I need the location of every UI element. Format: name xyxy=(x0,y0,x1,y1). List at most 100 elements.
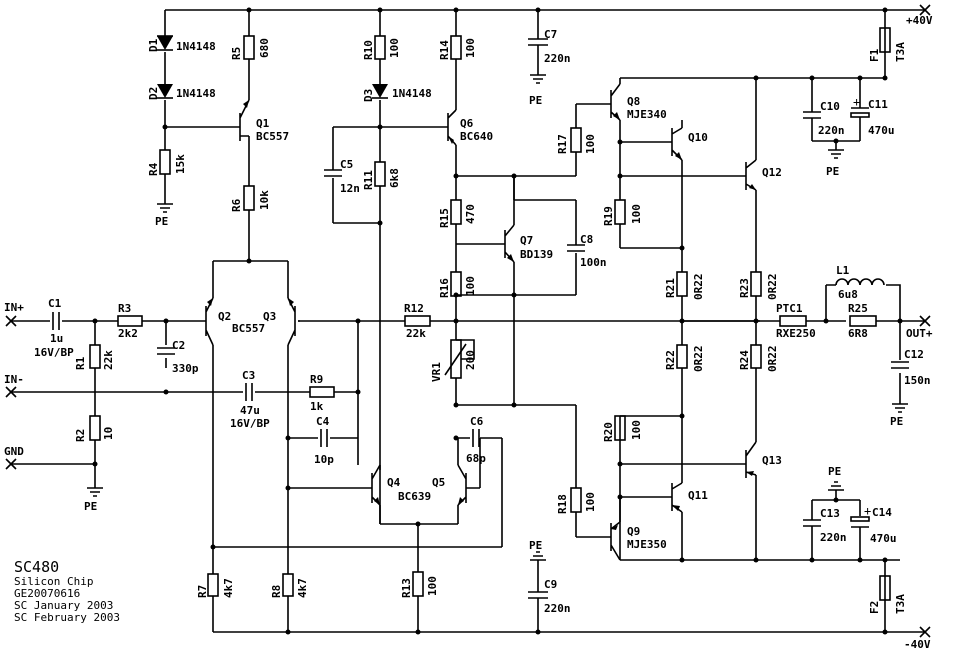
transistor-q1[interactable]: Q1 BC557 xyxy=(233,99,289,143)
capacitor-c13[interactable]: C13 220n xyxy=(803,499,860,560)
resistor-r10[interactable]: R10 100 xyxy=(362,35,401,60)
capacitor-c4[interactable]: C4 10p xyxy=(314,415,334,466)
resistor-r11[interactable]: R11 6k8 xyxy=(362,161,401,190)
resistor-r9[interactable]: R9 1k xyxy=(309,373,335,413)
svg-text:10: 10 xyxy=(102,427,115,440)
svg-text:D2: D2 xyxy=(147,87,160,100)
resistor-r21[interactable]: R21 0R22 xyxy=(664,271,705,301)
svg-text:Q12: Q12 xyxy=(762,166,782,179)
out-plus-terminal[interactable]: OUT+ xyxy=(906,315,933,340)
svg-text:R22: R22 xyxy=(664,350,677,370)
svg-text:R7: R7 xyxy=(196,585,209,598)
transistor-q9[interactable]: Q9 MJE350 xyxy=(600,521,667,561)
inductor-l1[interactable]: L1 6u8 xyxy=(835,264,885,301)
resistor-r18[interactable]: R18 100 xyxy=(556,487,597,514)
diode-d1[interactable]: D1 1N4148 xyxy=(147,35,216,53)
svg-text:R14: R14 xyxy=(438,40,451,60)
capacitor-c1[interactable]: C1 1u 16V/BP xyxy=(34,297,74,359)
svg-text:PE: PE xyxy=(155,215,168,228)
svg-text:Q7: Q7 xyxy=(520,234,533,247)
resistor-r12[interactable]: R12 22k xyxy=(404,302,431,340)
capacitor-c6[interactable]: C6 68p xyxy=(466,415,486,465)
svg-text:C6: C6 xyxy=(470,415,484,428)
capacitor-c9[interactable]: PE C9 220n xyxy=(528,539,571,632)
resistor-r23[interactable]: R23 0R22 xyxy=(738,271,779,300)
transistor-q12[interactable]: Q12 xyxy=(740,159,782,191)
svg-text:100: 100 xyxy=(464,276,477,296)
resistor-r17[interactable]: R17 100 xyxy=(556,127,597,154)
resistor-r22[interactable]: R22 0R22 xyxy=(664,344,705,373)
capacitor-c10[interactable]: C10 220n xyxy=(803,78,860,142)
resistor-r15[interactable]: R15 470 xyxy=(438,199,477,228)
capacitor-c7[interactable]: C7 220n PE xyxy=(528,10,571,107)
resistor-r6[interactable]: R6 10k xyxy=(230,185,271,212)
svg-text:150n: 150n xyxy=(904,374,931,387)
svg-text:100: 100 xyxy=(630,420,643,440)
capacitor-c5[interactable]: C5 12n xyxy=(324,158,360,195)
svg-text:C10: C10 xyxy=(820,100,840,113)
svg-text:R6: R6 xyxy=(230,198,243,212)
svg-text:+40V: +40V xyxy=(906,14,933,27)
svg-text:Q1: Q1 xyxy=(256,117,270,130)
positive-rail-terminal[interactable]: +40V xyxy=(906,4,933,27)
diode-d3[interactable]: D3 1N4148 xyxy=(362,84,432,102)
resistor-r5[interactable]: R5 680 xyxy=(230,35,271,60)
transistor-q4[interactable]: Q4 xyxy=(365,464,401,506)
transistor-q3[interactable]: Q3 xyxy=(263,297,300,346)
svg-text:C3: C3 xyxy=(242,369,255,382)
ptc-ptc1[interactable]: PTC1 RXE250 xyxy=(776,302,816,340)
potentiometer-vr1[interactable]: VR1 200 xyxy=(430,339,477,382)
transistor-q11[interactable]: Q11 xyxy=(668,482,708,513)
in-plus-terminal[interactable]: IN+ xyxy=(4,301,24,327)
svg-text:0R22: 0R22 xyxy=(692,346,705,373)
in-minus-terminal[interactable]: IN- xyxy=(4,373,24,398)
gnd-terminal[interactable]: GND xyxy=(4,445,24,470)
resistor-r25[interactable]: R25 6R8 xyxy=(848,302,877,340)
svg-text:IN-: IN- xyxy=(4,373,24,386)
capacitor-c14[interactable]: + C14 470u xyxy=(850,500,897,560)
svg-text:Q9: Q9 xyxy=(627,525,640,538)
svg-text:C12: C12 xyxy=(904,348,924,361)
resistor-r8[interactable]: R8 4k7 xyxy=(270,573,309,598)
transistor-q7[interactable]: Q7 BD139 xyxy=(500,224,553,263)
resistor-r19[interactable]: R19 100 xyxy=(602,199,643,226)
svg-text:PE: PE xyxy=(890,415,903,428)
svg-text:200: 200 xyxy=(464,350,477,370)
transistor-q13[interactable]: Q13 xyxy=(740,441,782,478)
resistor-r13[interactable]: R13 100 xyxy=(400,571,439,598)
svg-text:MJE340: MJE340 xyxy=(627,108,667,121)
svg-text:220n: 220n xyxy=(544,52,571,65)
capacitor-c3[interactable]: C3 47u 16V/BP xyxy=(230,369,270,430)
resistor-r7[interactable]: R7 4k7 xyxy=(196,573,235,598)
resistor-r20[interactable]: R20 100 xyxy=(602,415,643,442)
svg-text:F2: F2 xyxy=(868,601,881,614)
svg-text:0R22: 0R22 xyxy=(692,274,705,301)
svg-text:R2: R2 xyxy=(74,429,87,442)
resistor-r3[interactable]: R3 2k2 xyxy=(117,302,143,340)
capacitor-c2[interactable]: C2 330p xyxy=(157,339,199,375)
resistor-r4[interactable]: R4 15k xyxy=(147,149,187,176)
resistor-r16[interactable]: R16 100 xyxy=(438,271,477,298)
negative-rail-terminal[interactable]: -40V xyxy=(904,626,931,651)
capacitor-c8[interactable]: C8 100n xyxy=(567,233,607,269)
transistor-q5[interactable]: Q5 xyxy=(432,464,480,506)
svg-text:1N4148: 1N4148 xyxy=(392,87,432,100)
transistor-q2[interactable]: Q2 xyxy=(198,297,231,346)
output-wires xyxy=(575,77,925,561)
transistor-q8[interactable]: Q8 MJE340 xyxy=(600,83,667,121)
diode-d2[interactable]: D2 1N4148 xyxy=(147,84,216,100)
svg-text:PE: PE xyxy=(84,500,97,513)
capacitor-c12[interactable]: C12 150n xyxy=(891,348,931,387)
svg-text:R23: R23 xyxy=(738,278,751,298)
fuse-f1[interactable]: F1 T3A xyxy=(868,10,907,78)
transistor-q10[interactable]: Q10 xyxy=(668,127,708,161)
resistor-r24[interactable]: R24 0R22 xyxy=(738,344,779,372)
svg-text:68p: 68p xyxy=(466,452,486,465)
fuse-f2[interactable]: F2 T3A xyxy=(868,560,907,632)
svg-text:100: 100 xyxy=(464,38,477,58)
resistor-r14[interactable]: R14 100 xyxy=(438,35,477,60)
capacitor-c11[interactable]: + C11 470u xyxy=(850,78,895,141)
resistor-r1[interactable]: R1 22k xyxy=(74,344,115,370)
resistor-r2[interactable]: R2 10 xyxy=(74,415,115,442)
transistor-q6[interactable]: Q6 BC640 xyxy=(443,109,493,146)
